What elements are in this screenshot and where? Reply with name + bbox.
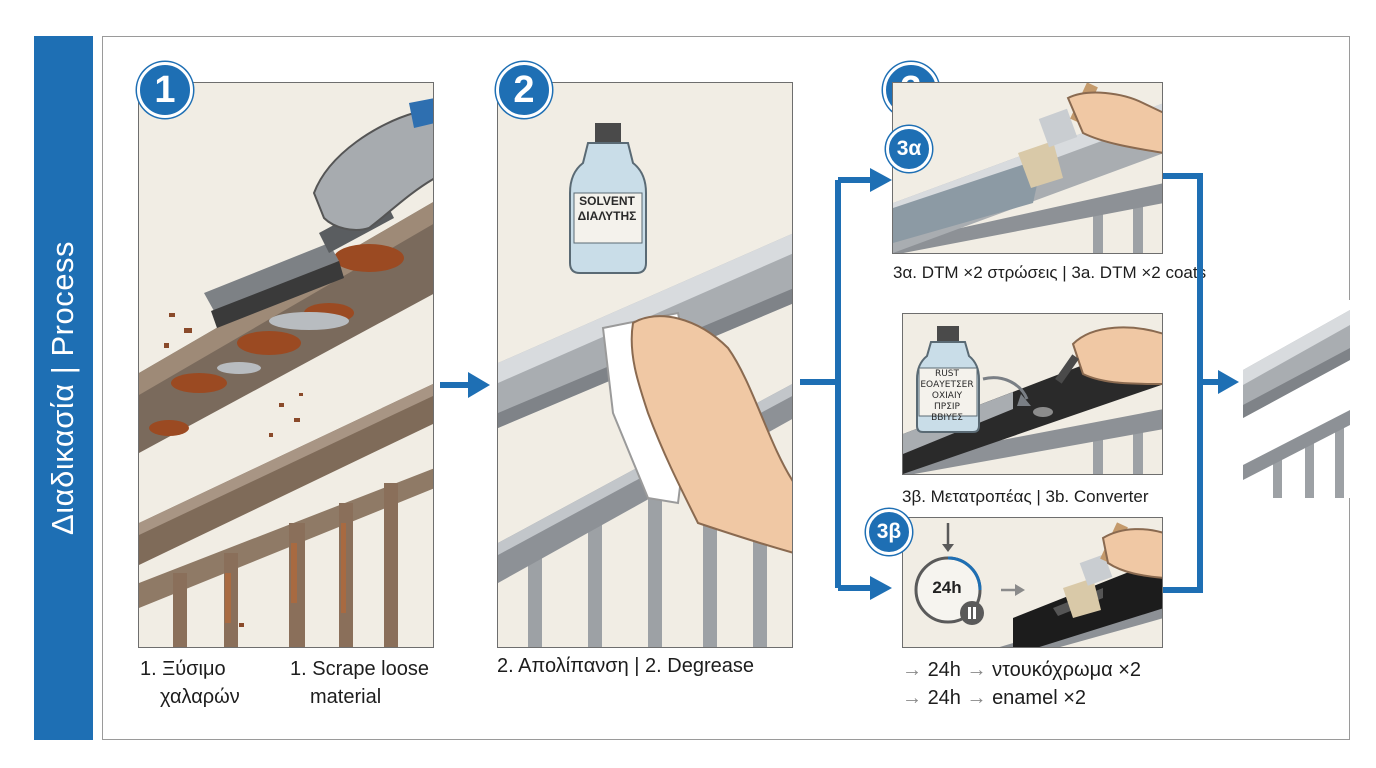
step1-caption-gr: 1. Ξύσιμο χαλαρών (140, 655, 240, 711)
glove-icon (312, 98, 433, 231)
arrow-right-icon (1218, 370, 1239, 394)
sequence-gr-text: ντουκόχρωμα ×2 (992, 659, 1142, 681)
step1-caption-en-line1: 1. Scrape loose (290, 658, 429, 680)
step3b-timer-label: 24h (932, 578, 962, 597)
step3b-bottle-label-line3: ΟΧΙΑΙΥ ΠΡΣΙΡ (931, 391, 963, 412)
step3b-sequence-en: → 24h → enamel ×2 (902, 687, 1086, 710)
step2-bottle-label-line2: ΔΙΑΛΥΤΗΣ (577, 209, 637, 223)
sidebar-title: Διαδικασία | Process (45, 241, 80, 535)
arrow-right-icon (870, 576, 892, 600)
step3a-caption: 3α. DTM ×2 στρώσεις | 3a. DTM ×2 coats (893, 263, 1207, 282)
arrow-right-icon: → (902, 659, 922, 681)
arrow-right-icon: → (966, 687, 987, 709)
bottle-icon (916, 326, 980, 433)
sequence-en-time: 24h (927, 687, 961, 709)
arrow-right-icon (870, 168, 892, 192)
arrow-right-icon (440, 372, 490, 398)
final-result-illustration (1243, 300, 1350, 498)
step3b-enamel-illustration (902, 517, 1163, 648)
arrow-right-icon: → (902, 687, 922, 709)
step3b-bottle-label-line4: ΒΒΙΥΕΣ (931, 413, 963, 423)
step3a-illustration (892, 82, 1163, 254)
merge-arrows (1163, 173, 1239, 593)
step3b-caption: 3β. Μετατροπέας | 3b. Converter (902, 487, 1149, 506)
step3b-bottle-label-line1: RUST (934, 369, 960, 379)
step1-caption-en: 1. Scrape loose material (290, 655, 429, 711)
step1-caption-gr-line2: χαλαρών (160, 686, 240, 708)
step3b-converter-illustration (902, 313, 1163, 475)
branch-arrows (800, 168, 892, 600)
sequence-en-text: enamel ×2 (992, 687, 1087, 709)
step2-badge: 2 (496, 62, 552, 118)
step2-illustration (497, 82, 793, 648)
step3b-bottle-label: RUST ΕΟΑΥΕΤΣΕR ΟΧΙΑΙΥ ΠΡΣΙΡ ΒΒΙΥΕΣ (918, 369, 976, 424)
sequence-gr-time: 24h (927, 659, 961, 681)
pause-icon (960, 601, 984, 625)
step2-bottle-label-line1: SOLVENT (579, 194, 635, 208)
bottle-icon (569, 123, 647, 274)
step1-caption-en-line2: material (310, 686, 382, 708)
sidebar-banner (34, 36, 93, 740)
step2-caption: 2. Απολίπανση | 2. Degrease (497, 655, 754, 677)
step1-caption-gr-line1: 1. Ξύσιμο (140, 658, 226, 680)
arrow-right-icon: → (966, 659, 987, 681)
step2-bottle-label: SOLVENT ΔΙΑΛΥΤΗΣ (573, 194, 641, 224)
step3b-bottle-label-line2: ΕΟΑΥΕΤΣΕR (920, 380, 974, 390)
step3b-sequence-gr: → 24h → ντουκόχρωμα ×2 (902, 659, 1141, 682)
step3b-badge: 3β (866, 509, 912, 555)
step1-badge: 1 (137, 62, 193, 118)
step1-illustration (138, 82, 434, 648)
step3a-badge: 3α (886, 126, 932, 172)
clock-icon (914, 556, 984, 625)
